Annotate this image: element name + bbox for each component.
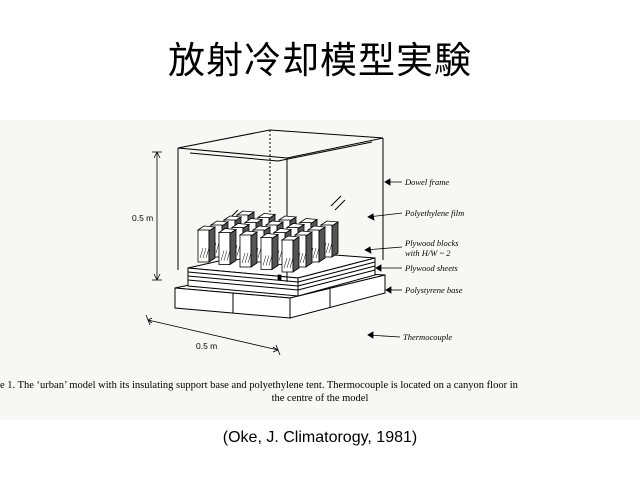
source-credit: (Oke, J. Climatorogy, 1981)	[222, 429, 418, 446]
base-front-right	[289, 274, 386, 319]
plywood-block-hatch	[278, 250, 283, 261]
plywood-block-hatch	[215, 242, 220, 254]
plywood-block-hatch	[223, 250, 228, 261]
plywood-block-hatch	[226, 250, 231, 261]
plywood-block-hatch	[312, 247, 317, 259]
caption-line-1: e 1. The ‘urban’ model with its insulati…	[0, 380, 518, 391]
plywood-block-hatch	[220, 250, 225, 261]
plywood-block-hatch	[268, 255, 273, 266]
plywood-block-side	[229, 228, 237, 266]
plywood-block-hatch	[205, 247, 210, 259]
frame-top	[177, 129, 384, 159]
plywood-blocks	[196, 210, 340, 281]
plywood-block-hatch	[262, 255, 267, 266]
plywood-block-hatch	[265, 255, 270, 266]
plywood-block-hatch	[325, 242, 330, 254]
label-dowel-frame: Dowel frame	[405, 177, 450, 187]
slide-title: 放射冷却模型実験	[168, 39, 472, 82]
plywood-block-hatch	[241, 252, 246, 264]
plywood-block-hatch	[328, 242, 333, 254]
figure-scan: Dowel frame Polyethylene film Plywood bl…	[0, 120, 640, 420]
plywood-block-hatch	[202, 247, 207, 259]
label-thermocouple: Thermocouple	[403, 332, 453, 342]
plywood-block-side	[331, 221, 339, 258]
plywood-block-hatch	[315, 247, 320, 259]
thermocouple-marker	[277, 274, 282, 281]
urban-model-diagram	[145, 129, 403, 356]
plywood-block-side	[318, 226, 326, 263]
plywood-block-hatch	[286, 257, 291, 269]
plywood-block-hatch	[244, 252, 249, 264]
plywood-block-hatch	[302, 252, 307, 264]
plywood-block-hatch	[289, 257, 294, 269]
plywood-block-hatch	[257, 247, 262, 259]
plywood-block-hatch	[247, 252, 252, 264]
label-plywood-sheets: Plywood sheets	[405, 263, 458, 273]
plywood-block-side	[250, 231, 258, 268]
label-polystyrene-base: Polystyrene base	[405, 285, 463, 295]
plywood-block-side	[305, 231, 313, 268]
plywood-block-side	[271, 233, 279, 271]
width-dimension-line	[147, 319, 279, 351]
plywood-block-hatch	[283, 257, 288, 269]
plywood-block-side	[292, 236, 300, 273]
plywood-block-side	[208, 226, 216, 263]
label-plywood-blocks: Plywood blocks	[405, 238, 459, 248]
label-polyethylene-film: Polyethylene film	[405, 208, 465, 218]
dimension-height-label: 0.5 m	[132, 213, 154, 223]
plywood-block-hatch	[236, 245, 241, 256]
plywood-block-hatch	[199, 247, 204, 259]
dimension-width-label: 0.5 m	[196, 341, 218, 351]
plywood-block-hatch	[299, 252, 304, 264]
caption-line-2: the centre of the model	[271, 393, 369, 404]
figure-caption: e 1. The ‘urban’ model with its insulati…	[0, 379, 640, 405]
label-plywood-blocks-ratio: with H/W ~ 2	[405, 248, 451, 258]
